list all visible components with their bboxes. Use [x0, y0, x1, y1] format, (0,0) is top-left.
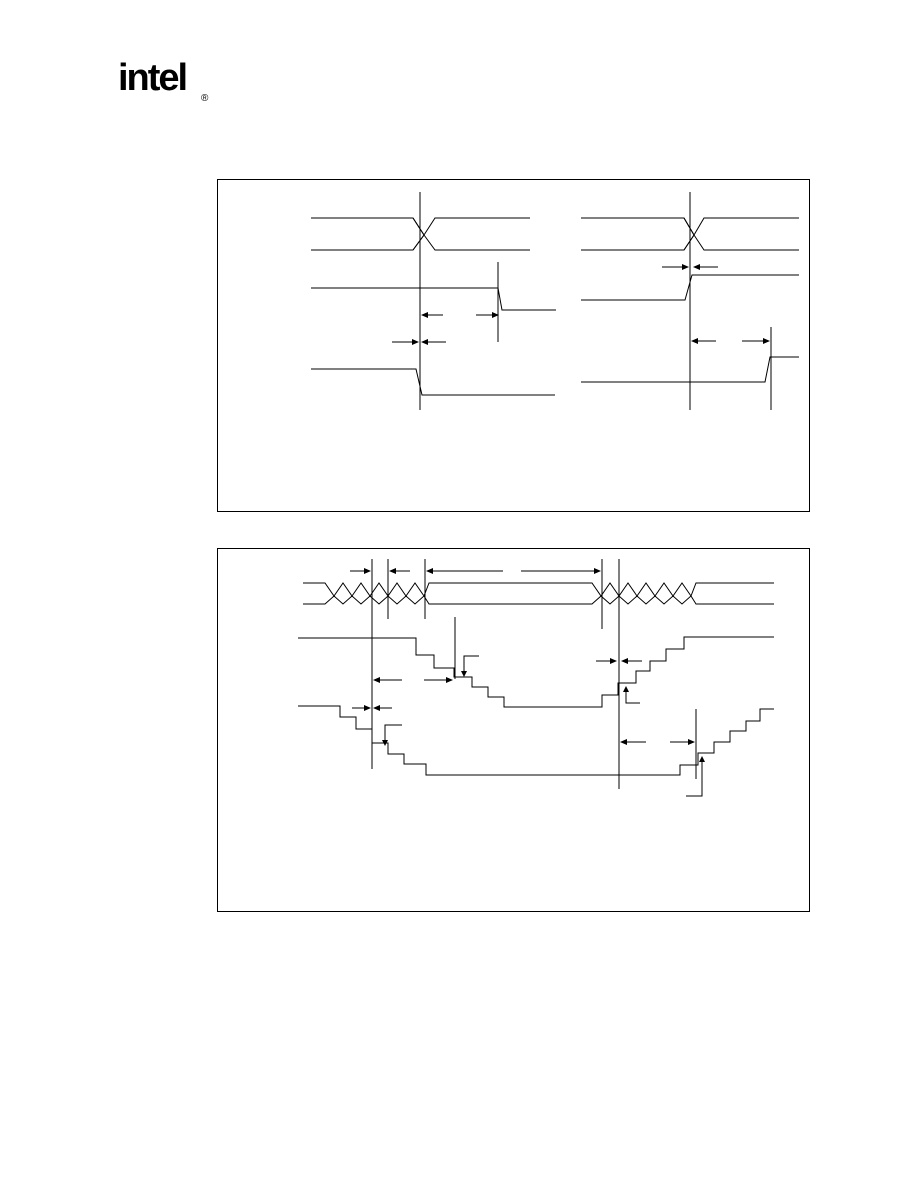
signal-1-pointer	[463, 655, 479, 676]
right-signal-a	[581, 274, 799, 301]
data-bus	[303, 582, 774, 605]
staircase-signal-1	[298, 636, 774, 708]
intel-logo: intel ®	[118, 60, 209, 104]
timing-diagram-2-svg	[298, 559, 774, 797]
right-signal-b	[581, 356, 799, 383]
signal-2-pointer	[384, 724, 402, 745]
left-signal-b	[311, 368, 555, 396]
right-clock-bus	[581, 217, 799, 251]
logo-text: intel	[118, 60, 186, 99]
signal-2-pointer-2	[686, 757, 703, 797]
timing-diagram-1	[217, 179, 810, 512]
signal-1-pointer-2	[625, 687, 640, 704]
timing-diagram-2	[217, 548, 810, 912]
registered-mark: ®	[201, 93, 209, 104]
left-clock-bus	[311, 217, 530, 251]
timing-diagram-1-svg	[311, 192, 799, 410]
left-signal-a	[311, 287, 556, 311]
staircase-signal-2	[298, 705, 774, 776]
